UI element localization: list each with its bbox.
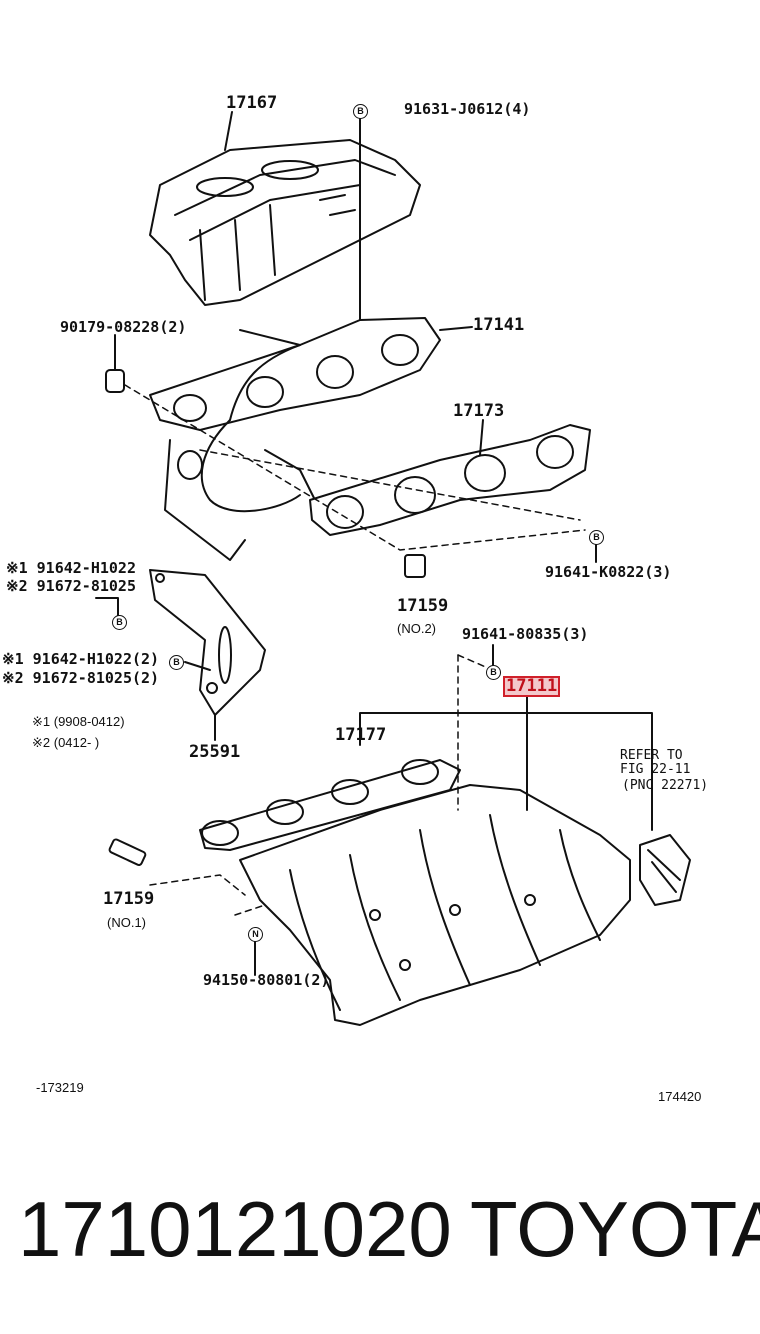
heat-insulator-17167 (149, 139, 421, 306)
stud-17159-no1 (108, 838, 147, 866)
label-17167: 17167 (226, 93, 278, 113)
b-washer-icon: B (486, 665, 501, 680)
b-washer-icon: B (112, 615, 127, 630)
intake-manifold-17111 (239, 784, 691, 1026)
refer-to-line2: FIG 22-11 (620, 762, 691, 777)
label-17173: 17173 (453, 401, 505, 421)
label-91641-80835: 91641-80835(3) (462, 625, 589, 643)
label-91641-k0822: 91641-K0822(3) (545, 563, 672, 581)
bracket-25591 (149, 569, 266, 716)
part-number: 1710121020 (18, 1185, 452, 1273)
exhaust-gasket-17173 (309, 424, 591, 536)
refer-to-line1: REFER TO (620, 748, 683, 763)
b-washer-icon: B (353, 104, 368, 119)
n-nut-icon: N (248, 927, 263, 942)
stud-17159-no2 (404, 554, 426, 578)
figure-code-right: 174420 (658, 1089, 702, 1104)
label-25591: 25591 (189, 742, 241, 762)
exhaust-manifold-17141 (149, 317, 441, 561)
refer-to-line3: (PNC 22271) (622, 778, 709, 793)
label-17141: 17141 (473, 315, 525, 335)
b-washer-icon: B (169, 655, 184, 670)
brand-name: TOYOTA (470, 1185, 760, 1273)
label-91672-81025: ※2 91672-81025 (6, 577, 136, 595)
label-17177: 17177 (335, 725, 387, 745)
label-94150: 94150-80801(2) (203, 971, 330, 989)
label-90179: 90179-08228(2) (60, 318, 187, 336)
label-17111-highlighted[interactable]: 17111 (503, 676, 561, 697)
label-91642-h1022: ※1 91642-H1022 (6, 559, 136, 577)
label-17159-no1-sub: (NO.1) (107, 915, 146, 930)
nut-90179 (105, 369, 125, 393)
figure-code-left: -173219 (36, 1080, 84, 1095)
label-91631: 91631-J0612(4) (404, 100, 531, 118)
label-91672-81025-2: ※2 91672-81025(2) (2, 669, 160, 687)
b-washer-icon: B (589, 530, 604, 545)
label-91642-h1022-2: ※1 91642-H1022(2) (2, 650, 160, 668)
label-17159-no2: 17159 (397, 596, 449, 616)
note-ref2-date: ※2 (0412- ) (32, 735, 100, 750)
label-17159-no2-sub: (NO.2) (397, 621, 436, 636)
label-17159-no1: 17159 (103, 889, 155, 909)
note-ref1-date: ※1 (9908-0412) (32, 714, 125, 729)
